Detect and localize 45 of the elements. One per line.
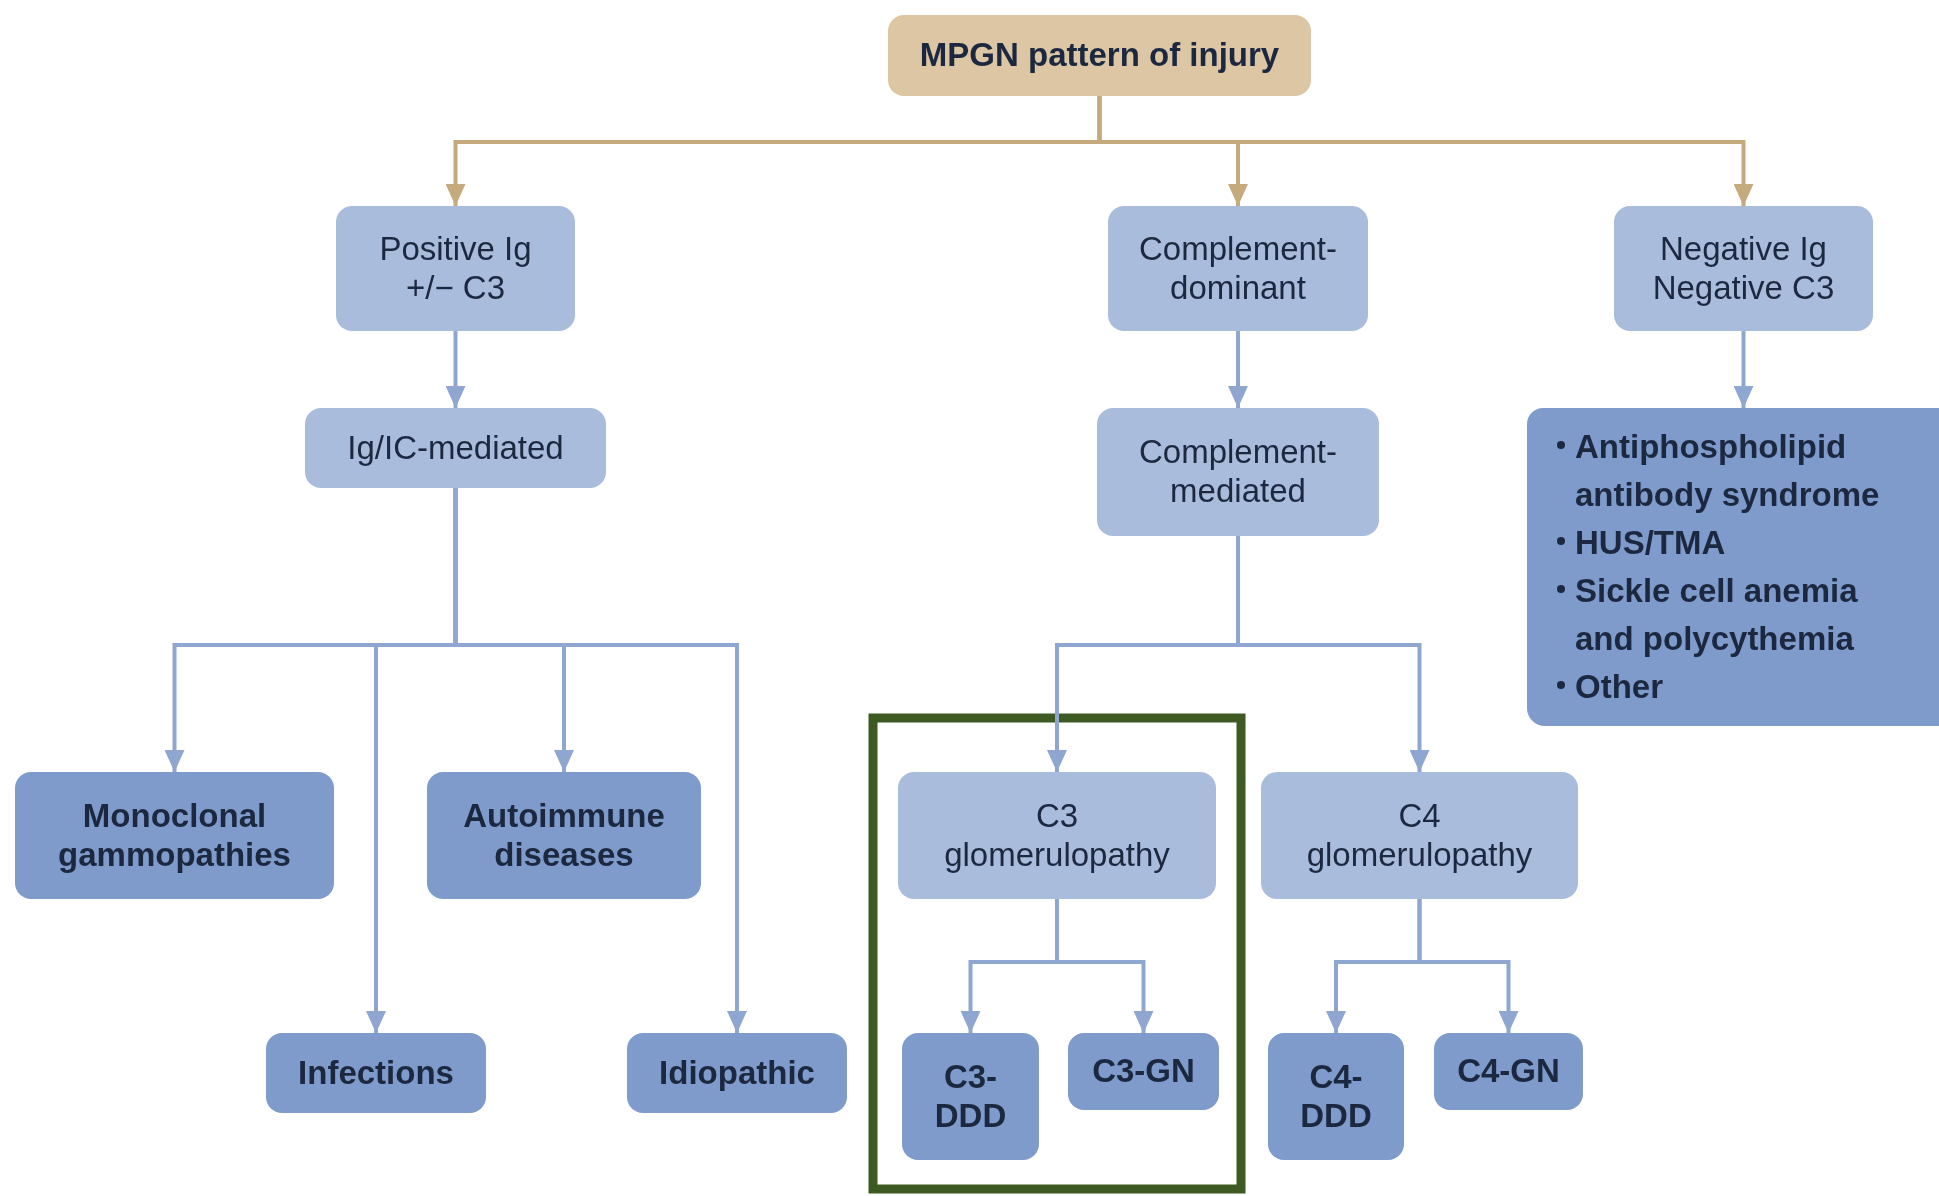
box-label: Monoclonal gammopathies xyxy=(57,796,292,875)
list-item: Antiphospholipid antibody syndrome xyxy=(1575,428,1880,514)
box-label: Negative Ig Negative C3 xyxy=(1651,229,1836,308)
list-item: Sickle cell anemia and polycythemia xyxy=(1575,572,1858,657)
box-label: C4 glomerulopathy xyxy=(1305,796,1534,875)
process-box xyxy=(305,408,606,488)
box-label: Ig/IC-mediated xyxy=(347,428,564,468)
box-label: C4-DDD xyxy=(1299,1057,1373,1136)
process-box xyxy=(427,772,701,899)
box-label: C4-GN xyxy=(1457,1052,1560,1091)
box-label: Positive Ig +/− C3 xyxy=(378,229,533,308)
process-box xyxy=(266,1033,486,1113)
process-box xyxy=(1268,1033,1404,1160)
process-box xyxy=(1614,206,1873,331)
box-label: MPGN pattern of injury xyxy=(919,36,1280,75)
box-label: Complement-dominant xyxy=(1137,229,1339,308)
process-box xyxy=(902,1033,1039,1160)
process-box xyxy=(1097,408,1379,536)
process-box xyxy=(898,772,1216,899)
arrow xyxy=(1055,899,1154,1033)
box-label: Infections xyxy=(298,1053,454,1093)
box-label: C3 glomerulopathy xyxy=(943,796,1171,875)
arrow xyxy=(453,488,747,1033)
process-box xyxy=(627,1033,847,1113)
process-box xyxy=(336,206,575,331)
list-item: Other xyxy=(1575,667,1663,705)
list-box xyxy=(1527,408,1939,726)
arrow xyxy=(1228,331,1248,408)
process-box xyxy=(888,15,1311,96)
process-box xyxy=(1068,1033,1219,1110)
arrow xyxy=(1236,536,1430,772)
box-label: Autoimmune diseases xyxy=(462,796,666,875)
process-box xyxy=(1108,206,1368,331)
process-box xyxy=(1434,1033,1583,1110)
process-box xyxy=(1261,772,1578,899)
arrow xyxy=(1417,899,1519,1033)
box-label: C3-GN xyxy=(1092,1052,1195,1091)
list-item: HUS/TMA xyxy=(1575,524,1726,562)
box-label: C3-DDD xyxy=(933,1057,1008,1136)
box-label: Idiopathic xyxy=(659,1053,815,1093)
arrow xyxy=(445,331,466,408)
box-label: Complement-mediated xyxy=(1137,433,1339,511)
arrow xyxy=(1733,331,1754,408)
arrow xyxy=(1097,96,1754,206)
process-box xyxy=(15,772,334,899)
